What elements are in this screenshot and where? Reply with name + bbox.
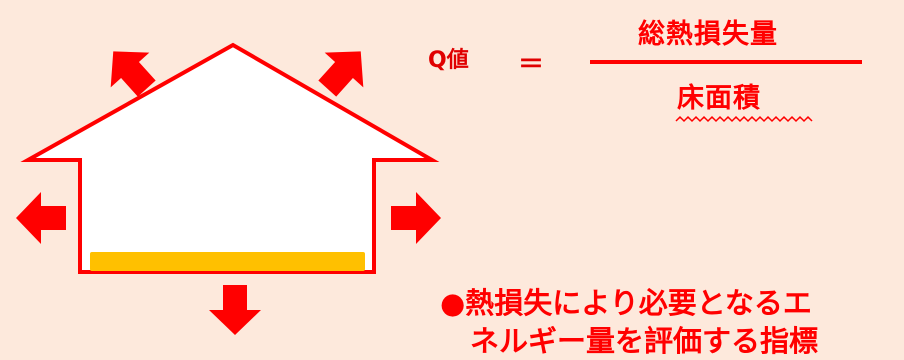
formula-numerator: 総熱損失量 [638,19,778,50]
arrow-icon [110,51,156,97]
floor-slab [90,252,365,271]
arrow-icon [209,285,261,335]
formula-denominator: 床面積 [677,83,761,114]
arrow-icon [16,192,66,244]
q-value-label: Q値 [428,48,469,73]
equals-sign: ＝ [518,50,545,80]
description-line-1: ●熱損失により必要となるエ [440,286,812,320]
arrow-icon [318,51,364,97]
house-icon [20,42,440,274]
wavy-underline [675,115,813,123]
fraction-bar [590,60,862,64]
description-line-2: ネルギー量を評価する指標 [470,324,819,358]
arrow-icon [391,192,441,244]
